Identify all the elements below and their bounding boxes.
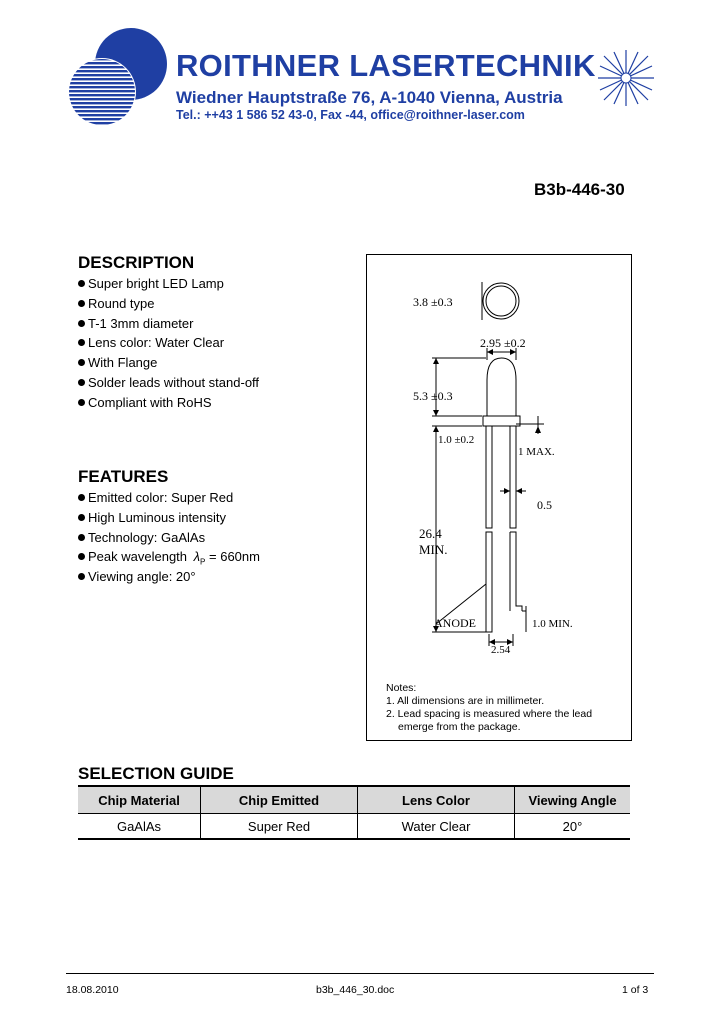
- list-item: With Flange: [78, 353, 259, 373]
- bullet-icon: [78, 553, 85, 561]
- footer-filename: b3b_446_30.doc: [316, 984, 395, 996]
- table-row: GaAlAs Super Red Water Clear 20°: [78, 813, 630, 840]
- led-top-view: [482, 282, 520, 320]
- dim-flange: 1.0 ±0.2: [438, 434, 474, 446]
- features-list: Emitted color: Super Red High Luminous i…: [78, 488, 260, 587]
- lead-cathode-upper: [509, 425, 517, 529]
- wavelength-subscript: P: [200, 557, 206, 567]
- table-header: Chip Material: [78, 785, 201, 814]
- description-title: DESCRIPTION: [78, 253, 195, 272]
- dim-lens-height: 5.3 ±0.3: [413, 389, 453, 403]
- drawing-notes: Notes: 1. All dimensions are in millimet…: [386, 682, 592, 734]
- list-item: Round type: [78, 294, 259, 314]
- note-1: 1. All dimensions are in millimeter.: [386, 695, 545, 707]
- bullet-icon: [78, 513, 85, 521]
- led-top-view-inner: [485, 285, 517, 317]
- list-item: High Luminous intensity: [78, 508, 260, 528]
- lead-anode-upper: [485, 425, 493, 529]
- dim-diameter: 3.8 ±0.3: [413, 295, 453, 309]
- lead-cathode-lower: [510, 531, 523, 611]
- dim-lead-length: 26.4: [419, 526, 442, 541]
- led-lens: [486, 357, 517, 416]
- lead-anode-lower: [485, 531, 493, 633]
- table-cell: Water Clear: [357, 813, 515, 840]
- laser-burst-icon: [598, 50, 654, 106]
- bullet-icon: [78, 573, 85, 581]
- bullet-icon: [78, 398, 85, 406]
- part-number: B3b-446-30: [534, 180, 625, 199]
- list-item: Emitted color: Super Red: [78, 488, 260, 508]
- dim-lead-width: 0.5: [537, 498, 552, 512]
- table-header: Lens Color: [357, 785, 515, 814]
- notes-title: Notes:: [386, 682, 417, 694]
- company-logo: [68, 26, 178, 130]
- bullet-icon: [78, 280, 85, 287]
- company-name: ROITHNER LASERTECHNIK: [176, 48, 596, 83]
- list-item: Compliant with RoHS: [78, 393, 259, 413]
- list-item: Peak wavelength λP = 660nm: [78, 547, 260, 567]
- footer-date: 18.08.2010: [66, 984, 119, 996]
- note-2: 2. Lead spacing is measured where the le…: [386, 708, 593, 720]
- features-title: FEATURES: [78, 467, 169, 486]
- table-header-row: Chip Material Chip Emitted Lens Color Vi…: [78, 785, 630, 814]
- list-item: Viewing angle: 20°: [78, 567, 260, 587]
- description-list: Super bright LED Lamp Round type T-1 3mm…: [78, 274, 259, 413]
- bullet-icon: [78, 494, 85, 501]
- selection-guide-table: Chip Material Chip Emitted Lens Color Vi…: [78, 785, 630, 840]
- bullet-icon: [78, 319, 85, 327]
- company-address: Wiedner Hauptstraße 76, A-1040 Vienna, A…: [176, 88, 563, 107]
- wavelength-value: = 660nm: [209, 549, 260, 565]
- wavelength-symbol: λ: [193, 549, 201, 565]
- selection-guide-title: SELECTION GUIDE: [78, 764, 234, 783]
- table-header: Viewing Angle: [514, 785, 630, 814]
- bullet-icon: [78, 359, 85, 367]
- dim-lens-width: 2.95 ±0.2: [480, 336, 526, 350]
- list-item: Technology: GaAlAs: [78, 528, 260, 548]
- list-item: Lens color: Water Clear: [78, 333, 259, 353]
- dim-lead-spacing: 2.54: [491, 644, 511, 656]
- dim-lead-length-min: MIN.: [419, 542, 448, 557]
- list-item: Solder leads without stand-off: [78, 373, 259, 393]
- note-2-cont: emerge from the package.: [398, 721, 521, 733]
- bullet-icon: [78, 299, 85, 307]
- table-cell: Super Red: [200, 813, 358, 840]
- table-cell: 20°: [514, 813, 630, 840]
- led-dimension-drawing: 3.8 ±0.3 2.95 ±0.2 5.3 ±0.3 1.0 ±0.2 1 M…: [413, 282, 573, 656]
- bullet-icon: [78, 339, 85, 347]
- list-item: Super bright LED Lamp: [78, 274, 259, 294]
- table-cell: GaAlAs: [78, 813, 201, 840]
- table-header: Chip Emitted: [200, 785, 358, 814]
- list-item: T-1 3mm diameter: [78, 314, 259, 334]
- led-flange: [482, 415, 521, 427]
- dim-bend-min: 1.0 MIN.: [532, 618, 573, 630]
- company-contact: Tel.: ++43 1 586 52 43-0, Fax -44, offic…: [176, 108, 525, 122]
- dimension-drawing-box: [366, 254, 632, 741]
- bullet-icon: [78, 378, 85, 386]
- anode-label: ANODE: [434, 616, 476, 630]
- dim-max: 1 MAX.: [518, 446, 555, 458]
- footer-divider: [66, 973, 654, 974]
- bullet-icon: [78, 533, 85, 541]
- footer-page: 1 of 3: [622, 984, 649, 996]
